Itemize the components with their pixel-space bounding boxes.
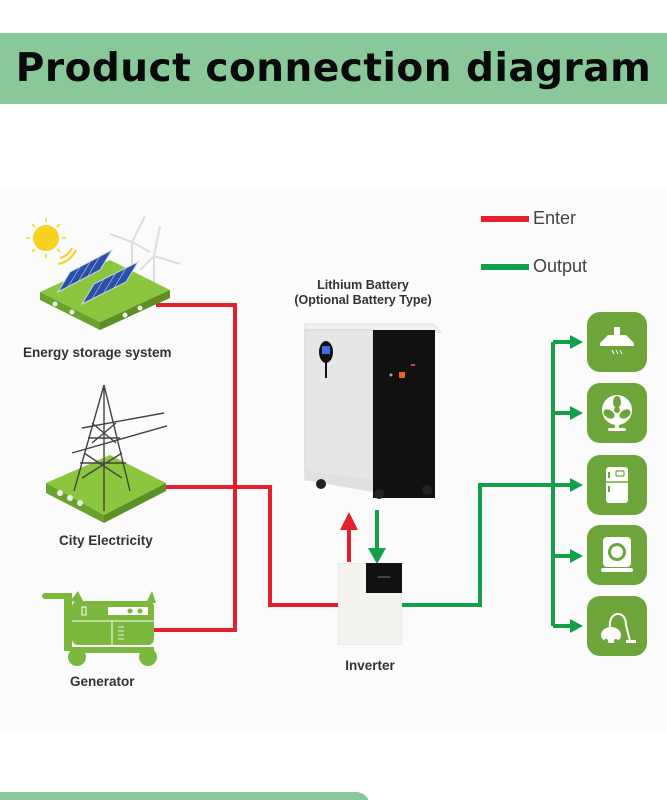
lithium-battery-cabinet [304, 323, 443, 499]
source-label-city-electricity: City Electricity [59, 533, 153, 548]
washing-machine-icon [601, 537, 633, 572]
title-banner: Product connection diagram [0, 33, 667, 104]
appliance-fan [587, 383, 647, 443]
enter-arrow-head [340, 512, 358, 530]
legend-output: Output [481, 256, 587, 277]
inverter-screen [366, 563, 402, 593]
legend-label-enter: Enter [533, 208, 577, 228]
appliance-vacuum-cleaner [587, 596, 647, 656]
legend-swatch-output [481, 263, 529, 270]
range-hood-icon [600, 327, 634, 355]
battery-power-switch-icon [399, 372, 405, 378]
legend-enter: Enter [481, 208, 576, 229]
vacuum-cleaner-icon [601, 613, 636, 643]
wire-city-electricity [165, 485, 338, 607]
solar-wind-icon [26, 215, 181, 330]
source-label-energy-storage: Energy storage system [23, 345, 172, 360]
appliance-range-hood [587, 312, 647, 372]
arrow-appliance-1 [570, 335, 583, 349]
wire-inverter-output [402, 483, 575, 607]
output-arrow-heads [368, 335, 583, 633]
battery-title-line2: (Optional Battery Type) [294, 293, 432, 307]
inverter-label: Inverter [345, 658, 395, 673]
legend-label-output: Output [533, 256, 588, 276]
enter-wires [153, 303, 351, 632]
generator-icon [42, 591, 157, 666]
wire-energy-storage [153, 303, 237, 632]
refrigerator-icon [606, 467, 628, 503]
power-tower-icon [46, 384, 167, 523]
next-section-banner [0, 792, 370, 800]
page-title: Product connection diagram [15, 46, 652, 91]
appliance-refrigerator [587, 455, 647, 515]
arrow-battery-to-inverter [368, 548, 386, 564]
arrow-appliance-3 [570, 478, 583, 492]
legend-swatch-enter [481, 215, 529, 222]
arrow-appliance-5 [570, 619, 583, 633]
inverter-device [338, 563, 402, 645]
appliance-washing-machine [587, 525, 647, 585]
battery-title-line1: Lithium Battery [317, 278, 409, 292]
battery-title: Lithium Battery (Optional Battery Type) [288, 278, 438, 308]
arrow-appliance-2 [570, 406, 583, 420]
arrow-appliance-4 [570, 549, 583, 563]
output-wires [375, 340, 575, 628]
source-label-generator: Generator [70, 674, 135, 689]
fan-icon [602, 395, 632, 431]
